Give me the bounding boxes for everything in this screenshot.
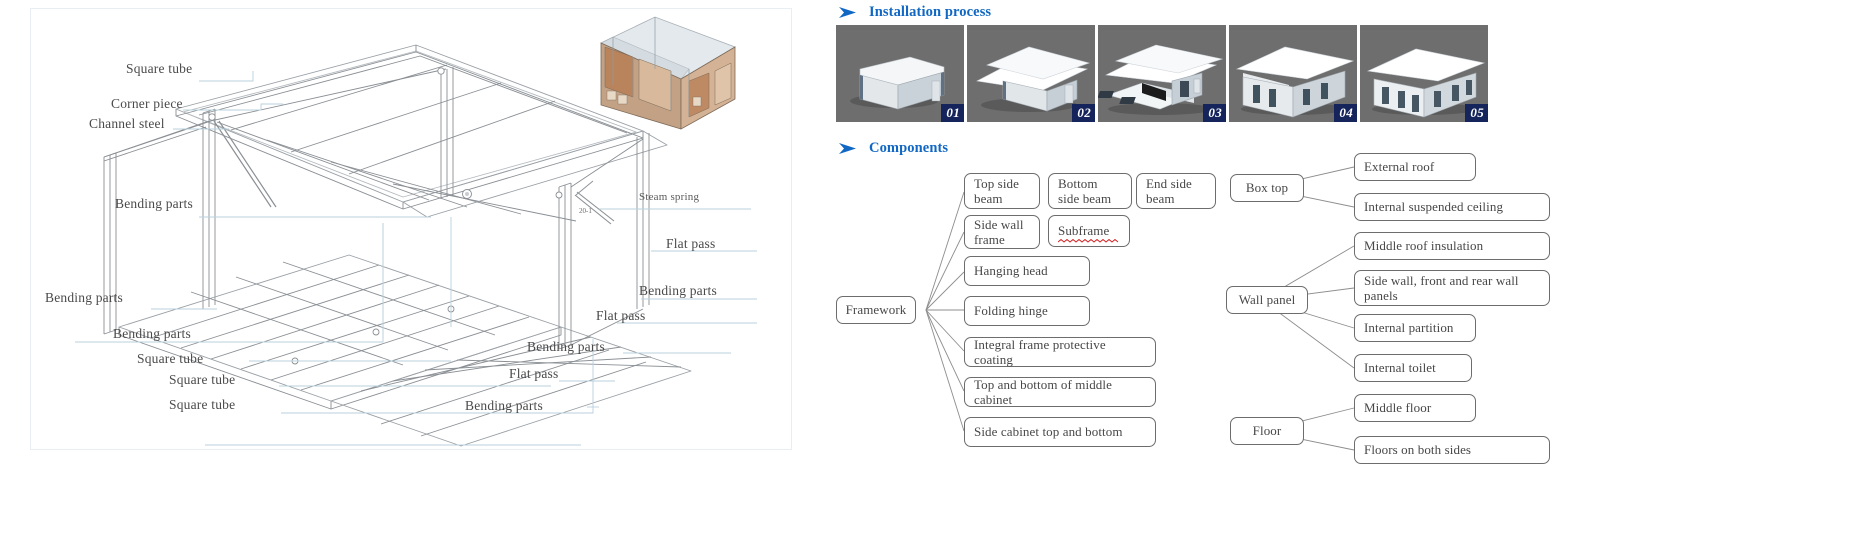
callout-bending-parts-3: Bending parts (113, 326, 191, 341)
arrow-right-icon (839, 7, 856, 18)
node-label: Middle floor (1364, 400, 1432, 416)
node-label: External roof (1364, 159, 1435, 175)
node-folding-hinge[interactable]: Folding hinge (964, 296, 1090, 326)
install-step-thumb[interactable]: 05 (1360, 25, 1488, 122)
node-label: Floor (1252, 423, 1282, 439)
step-number-badge: 01 (941, 104, 964, 122)
step-number-badge: 04 (1334, 104, 1357, 122)
callout-square-tube-top: Square tube (126, 61, 193, 76)
node-hanging-head[interactable]: Hanging head (964, 256, 1090, 286)
node-label: Side wall frame (974, 216, 1024, 247)
node-integral-frame-protective-coating[interactable]: Integral frame protective coating (964, 337, 1156, 367)
node-label: Framework (845, 302, 907, 318)
node-internal-suspended-ceiling[interactable]: Internal suspended ceiling (1354, 193, 1550, 221)
node-label: End side beam (1146, 175, 1192, 206)
node-box-top[interactable]: Box top (1230, 174, 1304, 202)
install-step-thumb[interactable]: 03 (1098, 25, 1226, 122)
node-floors-on-both-sides[interactable]: Floors on both sides (1354, 436, 1550, 464)
callout-channel-steel: Channel steel (89, 116, 165, 131)
node-subframe[interactable]: Subframe (1048, 215, 1130, 247)
installation-process-heading: Installation process (838, 4, 991, 21)
callout-corner-piece: Corner piece (111, 96, 183, 111)
node-internal-partition[interactable]: Internal partition (1354, 314, 1476, 342)
callout-steam-spring: Steam spring (639, 191, 700, 203)
left-technical-drawing-panel: 20-1 (0, 0, 830, 558)
installation-process-title: Installation process (869, 4, 992, 20)
node-framework[interactable]: Framework (836, 296, 916, 324)
frame-line-art: 20-1 (75, 44, 757, 447)
node-middle-roof-insulation[interactable]: Middle roof insulation (1354, 232, 1550, 260)
node-label: Wall panel (1238, 292, 1296, 308)
step-02-illustration (976, 46, 1091, 112)
callout-square-tube-2: Square tube (137, 351, 204, 366)
callout-bending-parts-2: Bending parts (45, 290, 123, 305)
node-side-wall-front-and-rear-wall-panels[interactable]: Side wall, front and rear wall panels (1354, 270, 1550, 306)
node-label: Middle roof insulation (1364, 238, 1484, 254)
node-label: Subframe (1058, 223, 1110, 239)
install-step-thumb[interactable]: 02 (967, 25, 1095, 122)
node-floor[interactable]: Floor (1230, 417, 1304, 445)
node-label: Internal suspended ceiling (1364, 199, 1504, 215)
arrow-right-icon (839, 143, 856, 154)
node-label: Floors on both sides (1364, 442, 1472, 458)
node-top-side-beam[interactable]: Top side beam (964, 173, 1040, 209)
callout-flat-pass-1: Flat pass (509, 366, 559, 381)
callout-bending-parts-5: Bending parts (527, 339, 605, 354)
callout-square-tube-3: Square tube (169, 372, 236, 387)
node-label: Bottom side beam (1058, 175, 1112, 206)
node-label: Integral frame protective coating (974, 336, 1106, 367)
callout-square-tube-4: Square tube (169, 397, 236, 412)
node-external-roof[interactable]: External roof (1354, 153, 1476, 181)
spellcheck-squiggle-icon (1058, 239, 1119, 243)
node-label: Folding hinge (974, 303, 1048, 319)
node-top-and-bottom-of-middle-cabinet[interactable]: Top and bottom of middle cabinet (964, 377, 1156, 407)
install-step-thumb[interactable]: 01 (836, 25, 964, 122)
node-bottom-side-beam[interactable]: Bottom side beam (1048, 173, 1132, 209)
node-side-wall-frame[interactable]: Side wall frame (964, 215, 1040, 249)
node-label: Internal toilet (1364, 360, 1436, 376)
callout-bending-parts-1: Bending parts (115, 196, 193, 211)
node-label: Top side beam (974, 175, 1020, 206)
node-middle-floor[interactable]: Middle floor (1354, 394, 1476, 422)
node-internal-toilet[interactable]: Internal toilet (1354, 354, 1472, 382)
callout-flat-pass-2: Flat pass (596, 308, 646, 323)
node-end-side-beam[interactable]: End side beam (1136, 173, 1216, 209)
components-heading: Components (838, 140, 948, 157)
installation-steps-strip: 01 02 (836, 25, 1488, 122)
callout-bending-parts-4: Bending parts (465, 398, 543, 413)
install-step-thumb[interactable]: 04 (1229, 25, 1357, 122)
node-label: Side cabinet top and bottom (974, 424, 1123, 440)
interior-render-thumbnail (600, 16, 736, 130)
node-label: Internal partition (1364, 320, 1454, 336)
node-label: Side wall, front and rear wall panels (1364, 272, 1519, 303)
right-info-panel: Installation process 01 (830, 0, 1860, 558)
node-label: Top and bottom of middle cabinet (974, 376, 1112, 407)
step-03-illustration (1098, 44, 1224, 115)
step-04-illustration (1235, 46, 1355, 118)
components-title: Components (869, 140, 949, 156)
node-side-cabinet-top-and-bottom[interactable]: Side cabinet top and bottom (964, 417, 1156, 447)
step-number-badge: 05 (1465, 104, 1488, 122)
step-number-badge: 03 (1203, 104, 1226, 122)
svg-text:20-1: 20-1 (579, 207, 592, 215)
node-wall-panel[interactable]: Wall panel (1226, 286, 1308, 314)
step-01-illustration (850, 56, 945, 110)
callout-bending-parts-6: Bending parts (639, 283, 717, 298)
node-label: Hanging head (974, 263, 1048, 279)
step-number-badge: 02 (1072, 104, 1095, 122)
step-05-illustration (1366, 48, 1486, 118)
node-label: Box top (1245, 180, 1289, 196)
callout-flat-pass-3: Flat pass (666, 236, 716, 251)
components-mindmap: Framework Top side beam Bottom side beam… (830, 153, 1860, 558)
frame-exploded-drawing: 20-1 (30, 8, 792, 450)
